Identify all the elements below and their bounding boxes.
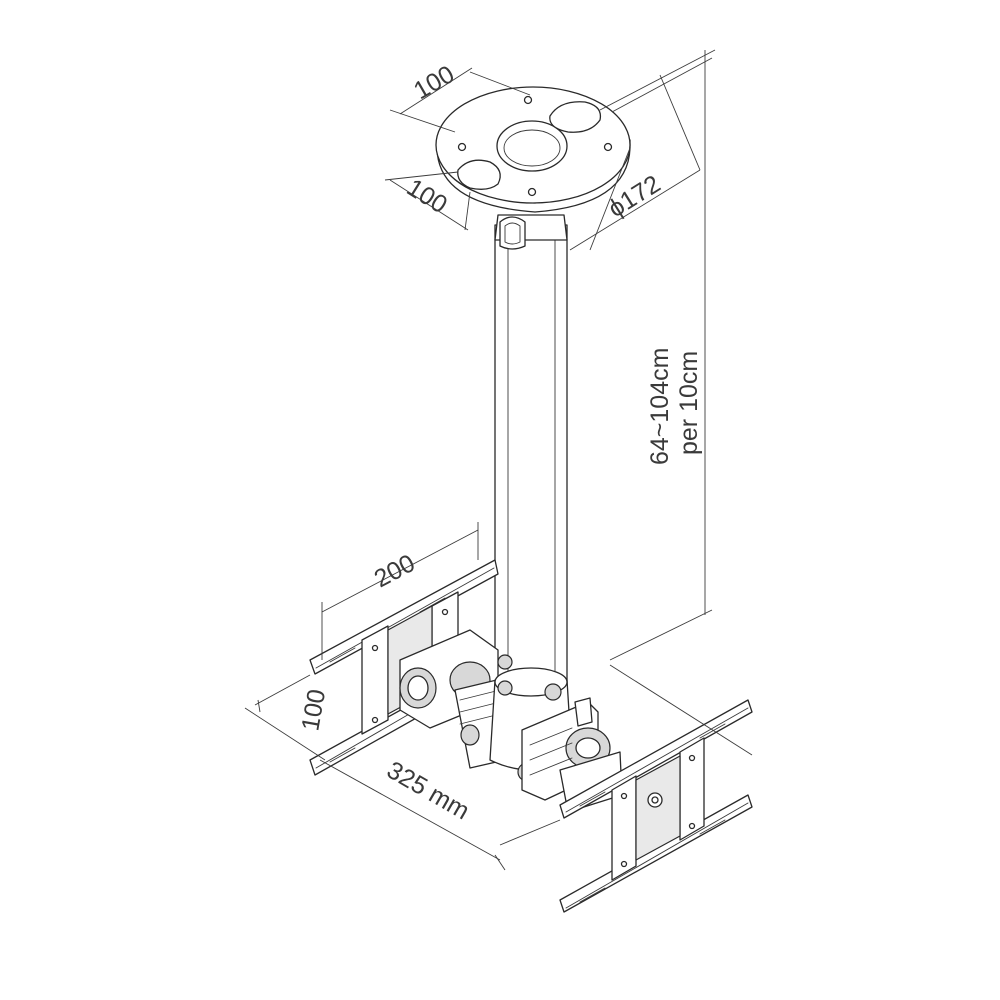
plate-width-b-label: 100	[402, 173, 452, 219]
bracket-width-label: 325 mm	[382, 756, 474, 825]
vesa-horizontal-label: 200	[370, 549, 420, 593]
plate-width-a-label: 100	[409, 60, 459, 105]
bracket-dimension-lines	[244, 522, 753, 871]
vesa-vertical-label: 100	[296, 687, 331, 733]
right-wall-plate	[559, 699, 753, 913]
extension-pole	[494, 214, 568, 696]
height-step-label: per 10cm	[675, 351, 703, 455]
ceiling-plate	[435, 86, 631, 213]
height-range-label: 64~104cm	[646, 348, 674, 465]
top-dimension-lines	[384, 49, 716, 661]
